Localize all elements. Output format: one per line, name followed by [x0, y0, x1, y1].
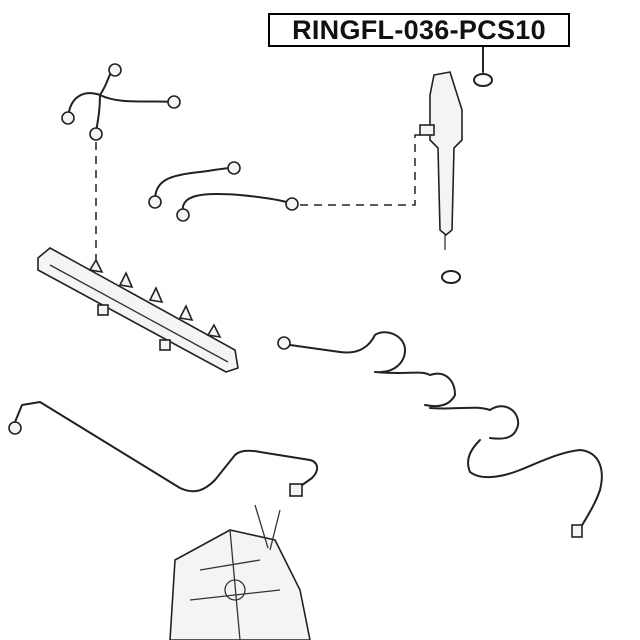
connection-dash	[300, 134, 425, 206]
injector	[419, 71, 463, 250]
return-line	[8, 401, 318, 497]
o-ring-bottom	[441, 270, 461, 284]
part-number-label: RINGFL-036-PCS10	[268, 13, 570, 47]
wiring-harness	[277, 331, 603, 538]
fuel-pump	[169, 504, 311, 640]
injector-pipes-middle	[148, 161, 299, 222]
injector-pipes-upper	[61, 63, 181, 260]
fuel-rail	[37, 247, 239, 373]
o-ring-top	[473, 73, 493, 87]
